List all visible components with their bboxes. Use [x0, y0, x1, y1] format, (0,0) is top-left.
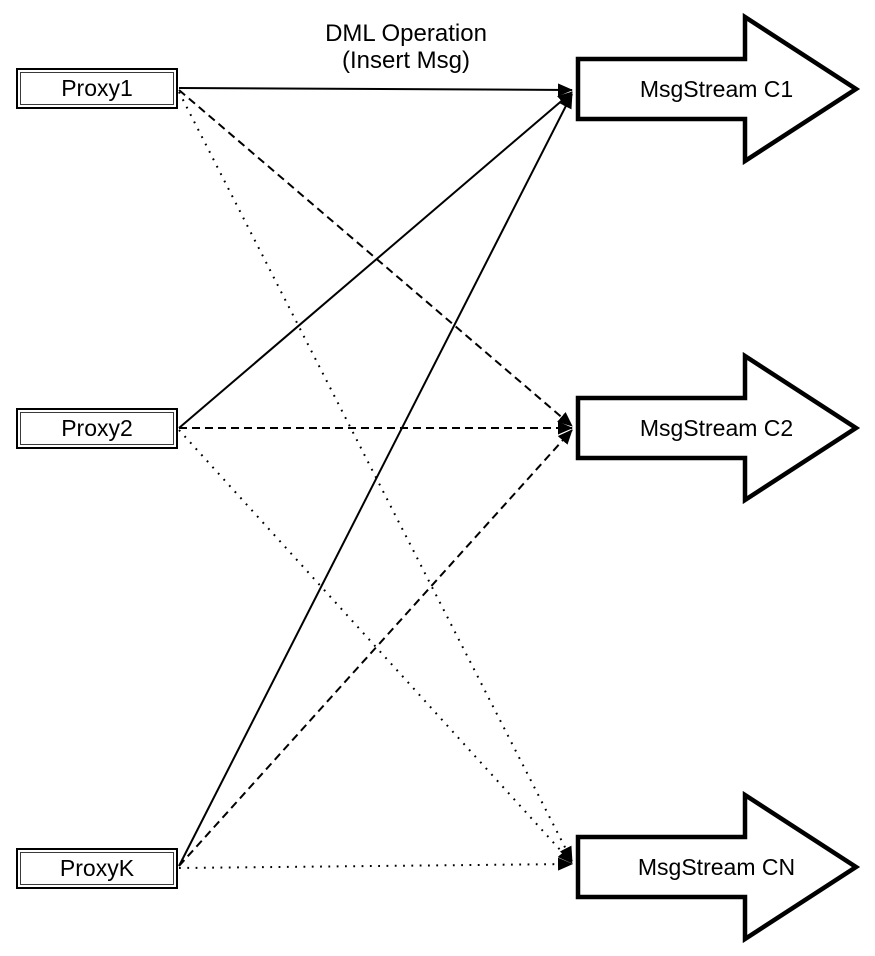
edge-proxyk-c1: [178, 93, 573, 867]
proxy2-label: Proxy2: [61, 415, 133, 441]
edge-proxy2-c1: [178, 91, 573, 429]
proxy1-label: Proxy1: [61, 75, 133, 101]
edge-proxyk-c2: [178, 429, 573, 867]
edge-proxy1-c1: [178, 83, 573, 97]
caption-line1: DML Operation: [325, 20, 487, 47]
proxyk-label: ProxyK: [59, 855, 135, 881]
msgstream-c2-arrow-shape: [575, 351, 861, 505]
caption: DML Operation (Insert Msg): [281, 20, 531, 74]
proxyk-box: ProxyK: [16, 848, 178, 889]
edge-proxy1-c2: [178, 89, 573, 427]
edge-proxyk-cn: [178, 857, 573, 871]
edge-proxy1-cn: [178, 91, 573, 862]
msgstream-cn-arrow-shape: [575, 790, 861, 944]
caption-line2: (Insert Msg): [341, 47, 470, 74]
proxy1-box: Proxy1: [16, 68, 178, 109]
msgstream-c1-arrow-shape: [575, 12, 861, 166]
proxy2-box: Proxy2: [16, 408, 178, 449]
